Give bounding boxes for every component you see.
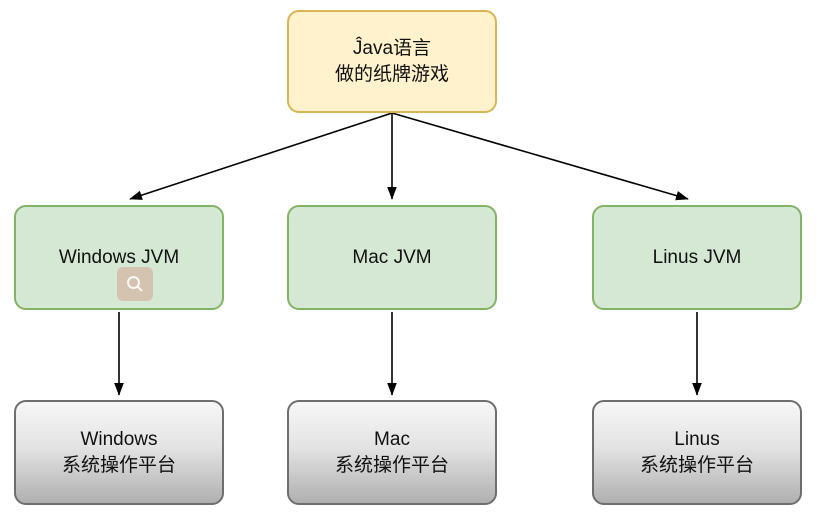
node-linus-platform-line1: Linus	[674, 428, 720, 450]
node-mac-platform: Mac 系统操作平台	[287, 400, 497, 505]
node-java-card-game: Ĵava语言 做的纸牌游戏	[287, 10, 497, 113]
node-linus-jvm: Linus JVM	[592, 205, 802, 310]
node-mac-jvm: Mac JVM	[287, 205, 497, 310]
magnifier-watermark-icon	[117, 267, 153, 301]
node-java-card-game-line1: Ĵava语言	[352, 37, 432, 59]
node-windows-platform-line1: Windows	[80, 428, 158, 450]
node-mac-platform-line1: Mac	[374, 428, 410, 450]
magnifier-glyph	[127, 276, 143, 292]
node-java-card-game-line2: 做的纸牌游戏	[334, 63, 449, 85]
node-mac-jvm-label: Mac JVM	[352, 246, 432, 268]
node-windows-platform-line2: 系统操作平台	[61, 454, 176, 476]
node-mac-platform-line2: 系统操作平台	[334, 454, 449, 476]
node-windows-jvm: Windows JVM	[14, 205, 224, 310]
node-linus-jvm-label: Linus JVM	[652, 246, 742, 268]
node-windows-platform: Windows 系统操作平台	[14, 400, 224, 505]
node-linus-platform: Linus 系统操作平台	[592, 400, 802, 505]
node-windows-jvm-label: Windows JVM	[58, 246, 180, 268]
arrow-root-to-linus-jvm	[391, 112, 689, 201]
arrow-root-to-windows-jvm	[129, 112, 393, 200]
node-linus-platform-line2: 系统操作平台	[639, 454, 754, 476]
